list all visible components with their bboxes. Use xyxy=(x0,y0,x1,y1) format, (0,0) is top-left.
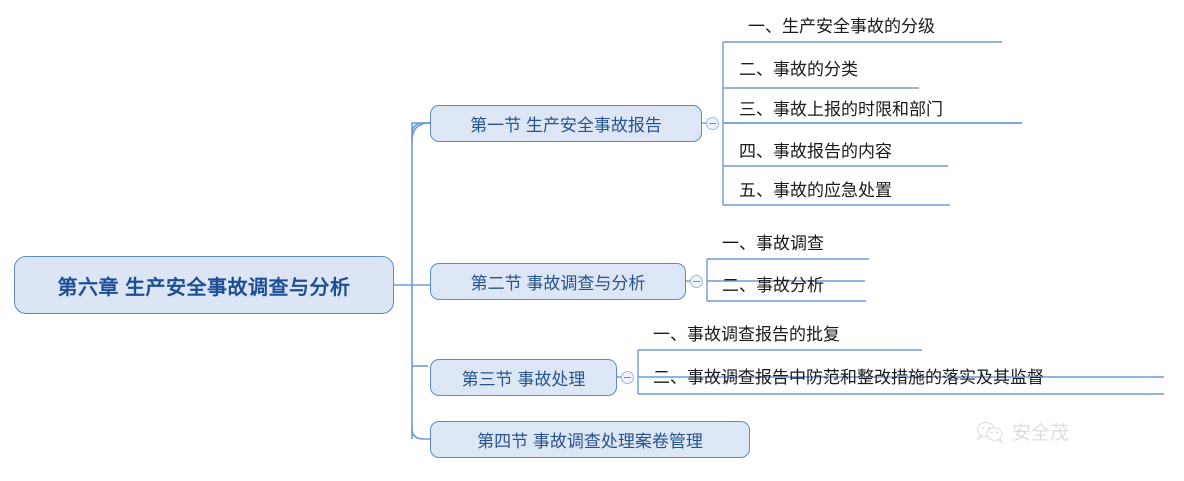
collapse-minus-icon-section-1[interactable] xyxy=(706,117,719,130)
mindmap-leaf-2-1[interactable]: 一、事故调查 xyxy=(722,234,824,253)
mindmap-leaf-3-2[interactable]: 二、事故调查报告中防范和整改措施的落实及其监督 xyxy=(653,368,1044,387)
mindmap-leaf-1-1[interactable]: 一、生产安全事故的分级 xyxy=(748,17,935,36)
mindmap-leaf-3-1[interactable]: 一、事故调查报告的批复 xyxy=(653,325,840,344)
mindmap-section-node-4[interactable]: 第四节 事故调查处理案卷管理 xyxy=(430,421,750,458)
collapse-minus-icon-section-2[interactable] xyxy=(690,275,703,288)
mindmap-leaf-1-4[interactable]: 四、事故报告的内容 xyxy=(739,142,892,161)
mindmap-leaf-2-2[interactable]: 二、事故分析 xyxy=(722,276,824,295)
mindmap-section-node-2[interactable]: 第二节 事故调查与分析 xyxy=(430,263,686,300)
mindmap-leaf-1-2[interactable]: 二、事故的分类 xyxy=(739,60,858,79)
wechat-logo-icon xyxy=(976,421,1005,444)
mindmap-leaf-1-3[interactable]: 三、事故上报的时限和部门 xyxy=(739,100,943,119)
watermark-text: 安全茂 xyxy=(1012,423,1070,444)
mindmap-section-node-3[interactable]: 第三节 事故处理 xyxy=(430,359,617,396)
mindmap-leaf-1-5[interactable]: 五、事故的应急处置 xyxy=(739,181,892,200)
mindmap-root-node[interactable]: 第六章 生产安全事故调查与分析 xyxy=(14,256,394,314)
watermark: 安全茂 xyxy=(975,418,1069,445)
collapse-minus-icon-section-3[interactable] xyxy=(621,371,634,384)
mindmap-section-node-1[interactable]: 第一节 生产安全事故报告 xyxy=(430,105,702,142)
